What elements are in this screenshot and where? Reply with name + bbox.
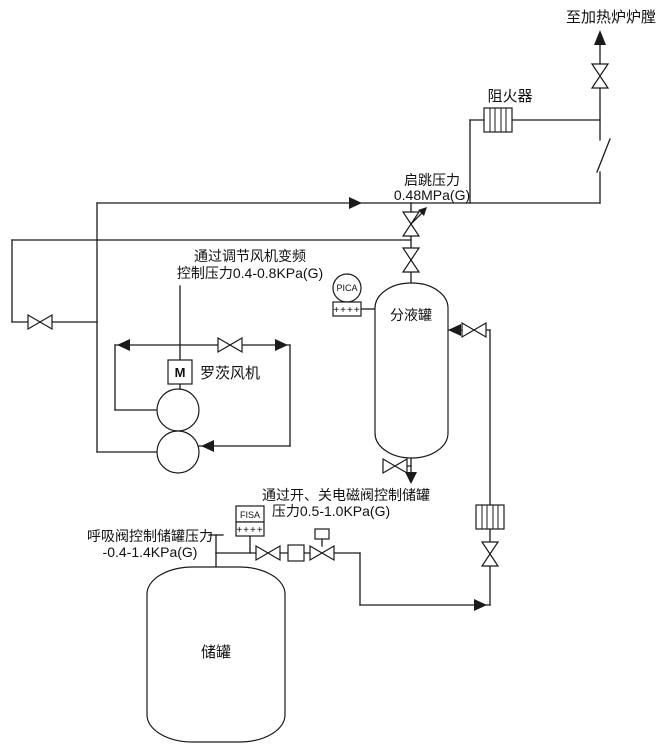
separator-riser-valve-icon bbox=[401, 247, 421, 273]
motor-tag: M bbox=[175, 365, 186, 380]
flow-arrows bbox=[117, 30, 606, 611]
flame-arrester-bottom-icon bbox=[475, 504, 505, 530]
solenoid-actuator-icon bbox=[314, 528, 330, 540]
blower-bypass-valve-icon bbox=[217, 336, 243, 354]
solenoid-note-line2: 压力0.5-1.0KPa(G) bbox=[272, 503, 390, 519]
fisa-tag: FISA bbox=[240, 510, 260, 520]
separator-drain-valve-icon bbox=[382, 457, 408, 475]
labels: 至加热炉炉膛 阻火器 启跳压力 0.48MPa(G) 通过调节风机变频 控制压力… bbox=[87, 9, 656, 661]
start-pressure-label-line1: 启跳压力 bbox=[404, 172, 460, 188]
flame-arrester-top-icon bbox=[483, 107, 513, 133]
pipe-break-diagonal-symbol bbox=[596, 138, 611, 173]
breathing-valve-note-line1: 呼吸阀控制储罐压力 bbox=[87, 528, 213, 544]
arrow-main-header-icon bbox=[349, 197, 362, 209]
flame-arresters bbox=[475, 107, 513, 530]
instruments bbox=[235, 273, 362, 537]
fan-vfd-note-line2: 控制压力0.4-0.8KPa(G) bbox=[177, 265, 323, 281]
recirculation-valve-icon bbox=[27, 313, 53, 331]
pica-marks: ++++ bbox=[333, 305, 360, 316]
storage-tank-vessel bbox=[146, 566, 286, 743]
fan-vfd-note-line1: 通过调节风机变频 bbox=[194, 248, 306, 264]
arrow-separator-inlet-icon bbox=[448, 324, 461, 336]
tank-outlet-valve-icon bbox=[255, 544, 281, 562]
arrow-blower-inlet-icon bbox=[201, 440, 214, 452]
solenoid-valve-icon bbox=[309, 544, 335, 562]
vapor-riser-valve-icon bbox=[480, 541, 500, 567]
roots-blower-label: 罗茨风机 bbox=[200, 365, 260, 382]
breathing-valve-note-line2: -0.4-1.4KPa(G) bbox=[103, 544, 198, 560]
separator-inlet-valve-icon bbox=[461, 321, 487, 339]
equipment bbox=[146, 282, 449, 743]
valves bbox=[27, 63, 610, 567]
arrow-bypass-right-icon bbox=[275, 339, 288, 351]
start-pressure-label-line2: 0.48MPa(G) bbox=[394, 187, 470, 203]
arrow-drain-icon bbox=[405, 472, 417, 484]
blower-rotor-top-icon bbox=[156, 388, 200, 432]
furnace-outlet-label: 至加热炉炉膛 bbox=[566, 9, 656, 26]
motor-box bbox=[167, 359, 193, 385]
pica-tag: PICA bbox=[336, 283, 357, 293]
separator-label: 分液罐 bbox=[390, 307, 432, 323]
inline-component-box-icon bbox=[287, 544, 305, 562]
solenoid-note-line1: 通过开、关电磁阀控制储罐 bbox=[262, 487, 430, 503]
arrow-to-furnace-icon bbox=[594, 30, 606, 45]
storage-tank-label: 储罐 bbox=[201, 644, 231, 661]
start-jump-valve-icon bbox=[401, 211, 421, 237]
fisa-marks: ++++ bbox=[236, 525, 263, 536]
arrow-bypass-left-icon bbox=[117, 339, 130, 351]
blower-rotor-bottom-icon bbox=[156, 430, 200, 474]
separator-vessel bbox=[374, 282, 449, 459]
furnace-line-valve-icon bbox=[590, 63, 610, 89]
arrow-bottom-header-icon bbox=[474, 599, 487, 611]
fisa-marks-box-icon bbox=[235, 521, 265, 537]
pica-box-icon bbox=[332, 301, 362, 317]
flame-arrester-label: 阻火器 bbox=[487, 88, 532, 105]
start-valve-pilot-icon bbox=[418, 207, 427, 216]
